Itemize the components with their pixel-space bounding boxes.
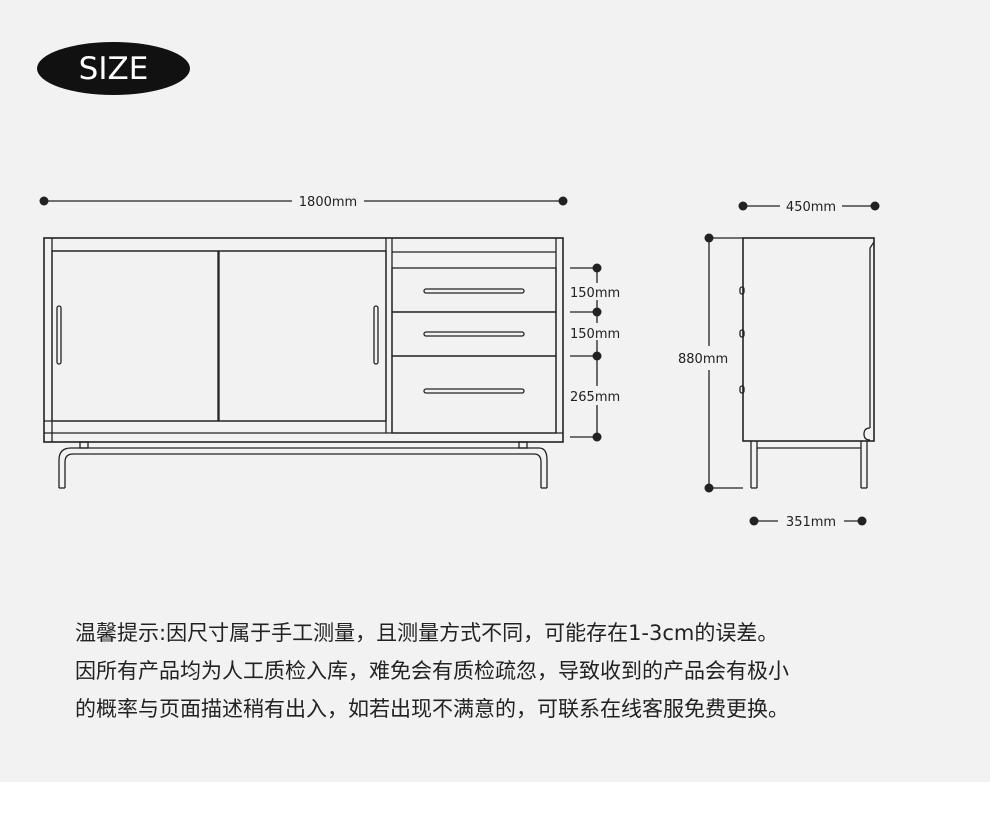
cabinet-body: [43, 237, 564, 443]
side-body: [739, 237, 875, 442]
drawer-1-handle: [423, 288, 525, 294]
depth-top-dimension-line: [738, 201, 880, 211]
dimension-drawing: 1800mm: [39, 195, 880, 530]
size-badge: SIZE: [37, 42, 190, 95]
side-view: 450mm 880mm: [678, 200, 880, 530]
drawer-2: [391, 311, 557, 357]
drawer-1: [391, 267, 557, 313]
notice-text: 温馨提示:因尺寸属于手工测量，且测量方式不同，可能存在1-3cm的误差。 因所有…: [75, 614, 975, 728]
side-legs: [750, 441, 868, 489]
width-dimension-line: [39, 196, 568, 206]
door-handle-right: [373, 305, 379, 365]
depth-top-label: 450mm: [786, 200, 836, 215]
drawer-1-label: 150mm: [570, 286, 620, 301]
notice-line-1: 温馨提示:因尺寸属于手工测量，且测量方式不同，可能存在1-3cm的误差。: [75, 621, 779, 645]
content-panel: [0, 0, 990, 782]
width-label: 1800mm: [299, 195, 357, 210]
height-label: 880mm: [678, 352, 728, 367]
door-handle-left: [56, 305, 62, 365]
depth-base-dimension-line: [749, 516, 867, 526]
drawer-3-label: 265mm: [570, 390, 620, 405]
notice-line-3: 的概率与页面描述稍有出入，如若出现不满意的，可联系在线客服免费更换。: [75, 697, 789, 721]
front-base: [58, 441, 548, 489]
drawer-dimension-line: [570, 263, 602, 442]
drawer-3-handle: [423, 388, 525, 394]
size-badge-label: SIZE: [78, 50, 149, 87]
front-view: 1800mm: [39, 195, 620, 489]
drawer-2-handle: [423, 331, 525, 337]
drawer-2-label: 150mm: [570, 327, 620, 342]
depth-base-label: 351mm: [786, 515, 836, 530]
notice-line-2: 因所有产品均为人工质检入库，难免会有质检疏忽，导致收到的产品会有极小: [75, 659, 789, 683]
sliding-door-left: [51, 250, 219, 422]
drawer-3: [391, 355, 557, 434]
sliding-door-right: [218, 250, 387, 422]
height-dimension-line: [704, 233, 743, 493]
